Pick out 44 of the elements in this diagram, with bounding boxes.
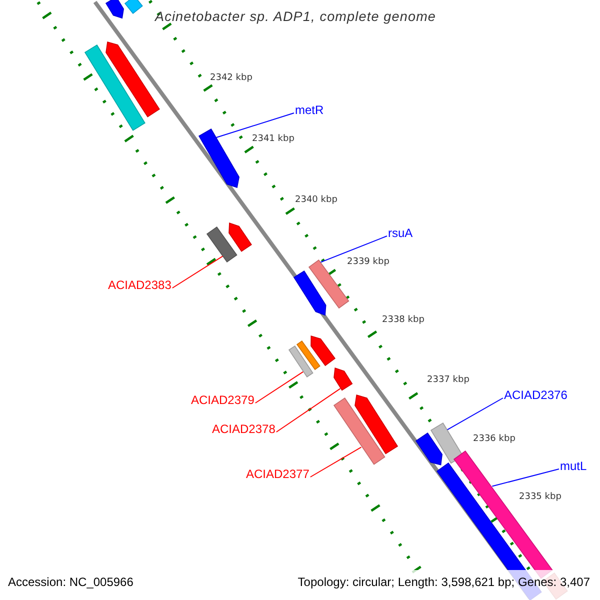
scale-label: 2341 kbp [252,134,294,145]
gene-feature [309,260,349,309]
leader-line [216,112,294,138]
leader-line [446,398,504,430]
gene-feature [334,368,352,390]
gene-label: ACIAD2376 [504,388,568,402]
gene-feature [416,433,442,465]
scale-label: 2337 kbp [427,375,470,386]
gene-label: ACIAD2377 [246,467,310,481]
gene-feature [355,395,398,454]
gene-feature [296,341,320,370]
gene-feature [228,223,251,252]
leader-line [492,468,560,487]
gene-label: mutL [560,459,587,473]
leader-line [172,256,224,288]
title: Acinetobacter sp. ADP1, complete genome [155,9,436,24]
footer-text: Topology: circular; Length: 3,598,621 bp; Genes: 3,407 [298,575,590,589]
leader-line [310,446,362,478]
gene-feature [310,336,335,366]
gene-label: ACIAD2378 [212,422,276,436]
gene-label: ACIAD2383 [108,278,172,292]
gene-feature [289,346,313,377]
leader-line [320,236,388,263]
gene-feature [106,42,160,117]
gene-feature [125,0,143,14]
gene-feature [198,129,239,188]
scale-label: 2336 kbp [473,434,516,445]
scale-label: 2339 kbp [347,257,390,268]
gene-label: metR [295,103,324,117]
footer-text: Accession: NC_005966 [8,575,134,589]
leader-line [254,371,304,404]
gene-feature [207,226,237,262]
scale-label: 2340 kbp [295,195,338,206]
gene-feature [431,423,463,464]
gene-feature [106,0,124,18]
gene-feature [294,270,326,315]
gene-feature [334,398,384,465]
scale-label: 2338 kbp [382,315,424,326]
gene-feature [85,45,145,131]
gene-label: ACIAD2379 [191,393,254,407]
scale-label: 2342 kbp [210,73,252,84]
leader-line [276,388,341,432]
gene-label: rsuA [388,226,413,240]
scale-label: 2335 kbp [519,492,562,503]
